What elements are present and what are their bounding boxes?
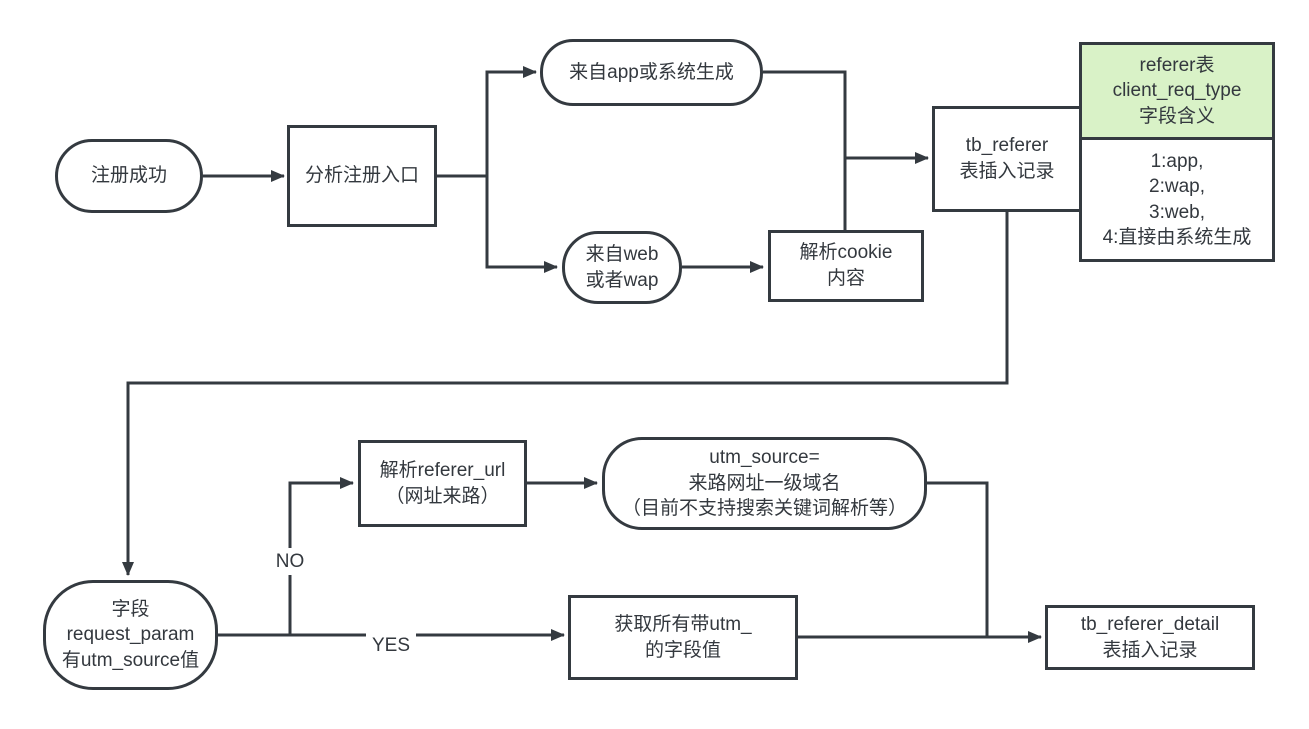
note-referer-type-body: 1:app, 2:wap, 3:web, 4:直接由系统生成 xyxy=(1082,140,1272,259)
node-parse-cookie-label: 解析cookie 内容 xyxy=(799,242,893,289)
edge-tb-referer-to-check-utm xyxy=(122,211,1009,576)
node-utm-source-result-label: utm_source= 来路网址一级域名 （目前不支持搜索关键词解析等） xyxy=(621,447,907,520)
edge-label-no: NO xyxy=(269,548,311,575)
note-referer-type: referer表 client_req_type 字段含义 1:app, 2:w… xyxy=(1079,42,1275,262)
note-referer-type-body-label: 1:app, 2:wap, 3:web, 4:直接由系统生成 xyxy=(1102,151,1252,248)
node-analyze-entry: 分析注册入口 xyxy=(287,125,437,227)
node-from-app-label: 来自app或系统生成 xyxy=(569,61,734,83)
node-parse-referer-url-label: 解析referer_url （网址来路） xyxy=(379,459,506,507)
node-tb-referer: tb_referer 表插入记录 xyxy=(932,106,1082,212)
node-check-utm-source-label: 字段 request_param 有utm_source值 xyxy=(61,598,200,671)
node-parse-referer-url: 解析referer_url （网址来路） xyxy=(358,440,527,527)
node-utm-source-result: utm_source= 来路网址一级域名 （目前不支持搜索关键词解析等） xyxy=(602,437,927,530)
node-get-utm-fields-label: 获取所有带utm_ 的字段值 xyxy=(614,613,752,661)
node-get-utm-fields: 获取所有带utm_ 的字段值 xyxy=(568,595,798,680)
note-referer-type-header-label: referer表 client_req_type 字段含义 xyxy=(1112,54,1242,127)
edge-check-utm-no-branch xyxy=(288,477,354,635)
edge-from-app-to-tb-referer xyxy=(763,70,929,164)
node-tb-referer-label: tb_referer 表插入记录 xyxy=(959,135,1055,182)
node-parse-cookie: 解析cookie 内容 xyxy=(768,230,924,302)
node-register-success: 注册成功 xyxy=(55,139,203,213)
note-referer-type-header: referer表 client_req_type 字段含义 xyxy=(1082,45,1272,140)
edge-utm-result-to-junction xyxy=(927,481,989,637)
node-from-web: 来自web 或者wap xyxy=(562,231,682,304)
node-tb-referer-detail: tb_referer_detail 表插入记录 xyxy=(1045,605,1255,670)
node-tb-referer-detail-label: tb_referer_detail 表插入记录 xyxy=(1080,613,1220,661)
node-check-utm-source: 字段 request_param 有utm_source值 xyxy=(43,580,218,690)
node-analyze-entry-label: 分析注册入口 xyxy=(304,165,419,187)
node-register-success-label: 注册成功 xyxy=(90,165,167,187)
node-from-web-label: 来自web 或者wap xyxy=(585,243,659,291)
node-from-app: 来自app或系统生成 xyxy=(540,39,763,106)
edge-analyze-to-from-app xyxy=(437,66,537,178)
edge-analyze-to-from-web xyxy=(485,176,558,273)
edge-label-yes: YES xyxy=(366,632,416,659)
